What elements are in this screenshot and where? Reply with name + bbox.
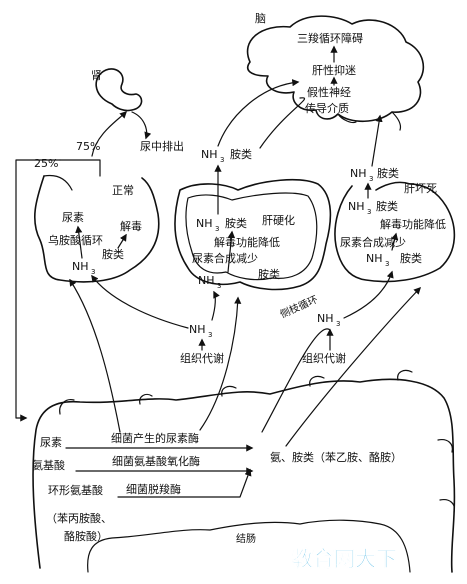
- cirrhosis-nh3-b-sub: 3: [217, 282, 221, 290]
- cirrhosis-label: 肝硬化: [262, 213, 295, 227]
- gut-paren-2: 酪胺酸）: [64, 529, 108, 543]
- gut-products: 氨、胺类（苯乙胺、酪胺）: [270, 450, 402, 464]
- gut-amino-acid: 氨基酸: [32, 458, 65, 472]
- normal-liver-outline: [34, 174, 160, 283]
- cirrhosis-nh3-b: NH: [198, 274, 215, 287]
- false-nt-label-2: 假性神经: [307, 85, 351, 99]
- necrotic-liver-outline: [334, 181, 456, 283]
- arrow-tissue-to-cirrhosis: [211, 290, 220, 321]
- portal-collateral-label: 侧枝循环: [278, 293, 320, 321]
- necrosis-detox-down: 解毒功能降低: [380, 217, 446, 231]
- percent-75: 75%: [76, 140, 100, 153]
- arrow-normal-detox: [117, 233, 127, 249]
- line-normal-to-kidney: [59, 159, 101, 177]
- arrow-gut-collateral: [261, 328, 331, 433]
- arrow-necrosis-to-brain: [371, 114, 383, 167]
- gut-oxidase: 细菌氨基酸氧化酶: [112, 454, 200, 468]
- normal-amines: 胺类: [102, 247, 124, 261]
- normal-nh3: NH: [72, 260, 89, 273]
- watermark-logo: 教育网大下: [292, 547, 397, 571]
- arrow-gut-to-cirrhosis: [199, 296, 242, 431]
- arrow-tissue-to-necrosis: [343, 270, 394, 319]
- necrosis-urea-down: 尿素合成减少: [340, 235, 406, 249]
- urine-excretion-label: 尿中排出: [140, 139, 184, 153]
- cirrhosis-amines-2: 胺类: [258, 267, 280, 281]
- arrow-normal-urea: [75, 225, 83, 259]
- arrow-necrosis-inner: [391, 232, 399, 251]
- cirrhotic-liver-outline: [174, 178, 332, 291]
- normal-liver-label: 正常: [112, 184, 134, 197]
- colon-outline: [32, 369, 456, 573]
- necrosis-nh3-sub: 3: [369, 175, 373, 183]
- arrow-tissue-to-normal: [91, 274, 189, 329]
- arrow-to-brain-left: [217, 79, 300, 147]
- brain-label: 脑: [255, 12, 266, 25]
- necrosis-nh3-b: NH: [348, 200, 365, 213]
- normal-nh3-sub: 3: [91, 268, 95, 276]
- normal-detox: 解毒: [120, 219, 142, 233]
- arrow-gut-to-necrosis: [285, 286, 421, 447]
- gut-urease: 细菌产生的尿素酶: [111, 431, 199, 445]
- arrow-25-percent-loop: [15, 159, 61, 422]
- arrow-to-brain-mid: [259, 97, 306, 149]
- necrosis-amines: 胺类: [377, 166, 399, 180]
- false-nt-label-3: 传导介质: [305, 102, 349, 115]
- tissue-left-nh3: NH: [189, 323, 206, 336]
- cirrhosis-urea-down: 尿素合成减少: [192, 251, 258, 265]
- cirrhosis-amines: 胺类: [225, 216, 247, 230]
- arrow-kidney-in: [91, 110, 128, 157]
- gut-aromatic-amino: 环形氨基酸: [48, 483, 103, 497]
- tissue-right-nh3-sub: 3: [336, 320, 340, 328]
- false-nt-label-1: 肝性抑迷: [312, 63, 356, 77]
- arrow-kidney-out: [131, 111, 152, 140]
- tca-cycle-label: 三羧循环障碍: [297, 31, 363, 45]
- normal-ornithine: 乌胺酸循环: [48, 233, 103, 247]
- percent-25: 25%: [34, 157, 58, 170]
- tissue-right-metabolism: 组织代谢: [302, 351, 346, 365]
- arrow-cirrhosis-inner: [227, 230, 236, 273]
- necrosis-amines-b: 胺类: [376, 199, 398, 213]
- cirrhosis-nh3: NH: [196, 217, 213, 230]
- top-nh3: NH: [201, 148, 218, 161]
- brain-outline: [246, 15, 425, 131]
- kidney-label: 肾: [91, 69, 102, 82]
- cirrhosis-detox-down: 解毒功能降低: [214, 235, 280, 249]
- necrosis-label: 肝坏死: [404, 182, 437, 195]
- necrosis-nh3-c-sub: 3: [385, 260, 389, 268]
- normal-urea: 尿素: [62, 211, 84, 224]
- kidney-outline: [95, 68, 143, 112]
- top-nh3-sub: 3: [220, 156, 224, 164]
- top-amines: 胺类: [230, 147, 252, 161]
- necrosis-amines-c: 胺类: [400, 251, 422, 265]
- tissue-left-metabolism: 组织代谢: [180, 351, 224, 365]
- arrow-gut-to-normal: [69, 278, 121, 433]
- necrosis-nh3: NH: [350, 167, 367, 180]
- gut-paren-1: （苯丙胺酸、: [46, 511, 112, 525]
- gut-decarboxylase: 细菌脱羧酶: [126, 482, 181, 496]
- cirrhosis-nh3-sub: 3: [215, 225, 219, 233]
- necrosis-nh3-c: NH: [366, 252, 383, 265]
- tissue-left-nh3-sub: 3: [208, 331, 212, 339]
- necrosis-nh3-b-sub: 3: [367, 208, 371, 216]
- colon-label: 结肠: [236, 532, 256, 545]
- tissue-right-nh3: NH: [317, 312, 334, 325]
- gut-urea: 尿素: [40, 436, 62, 449]
- arrow-decarboxylase: [117, 468, 252, 498]
